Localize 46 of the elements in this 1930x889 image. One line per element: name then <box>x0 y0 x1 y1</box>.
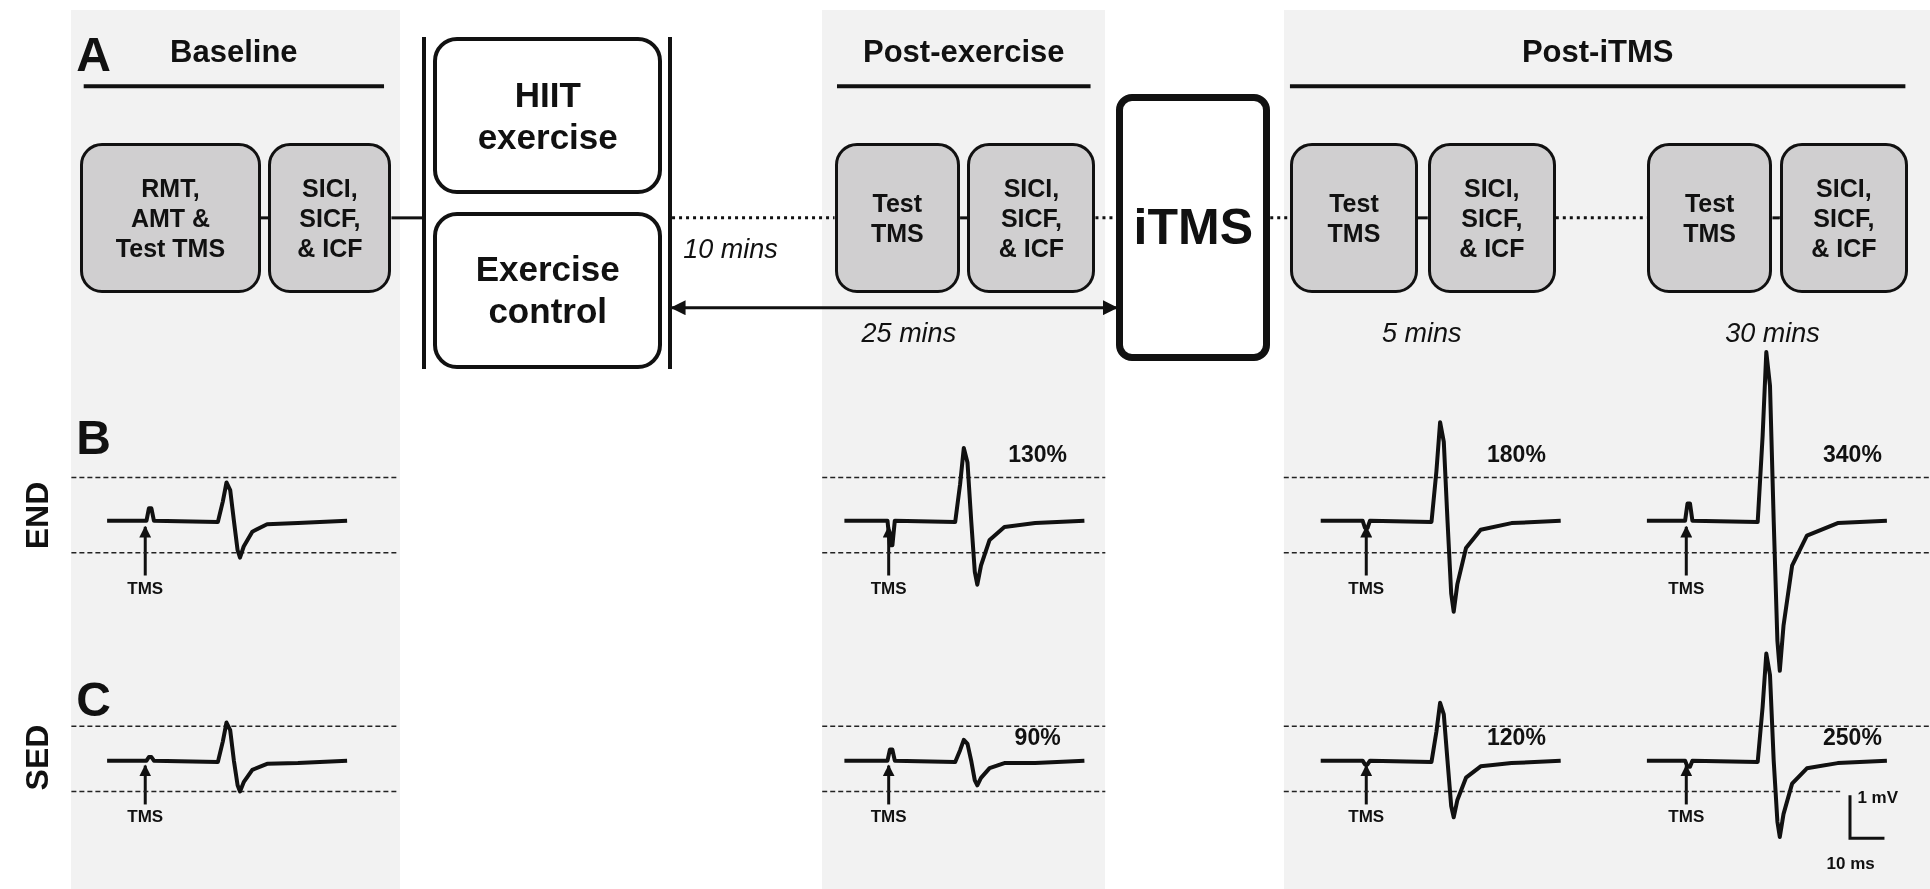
stimulus-label: TMS <box>870 807 907 828</box>
connector-line <box>672 216 835 220</box>
process-box: Test TMS <box>834 142 961 293</box>
time-label: 5 mins <box>1381 317 1462 349</box>
panel-letter: C <box>76 672 111 728</box>
scale-label: 10 ms <box>1826 854 1875 875</box>
connector-line <box>1772 216 1780 220</box>
stimulus-label: TMS <box>1348 807 1385 828</box>
process-box: RMT, AMT & Test TMS <box>80 142 261 293</box>
stimulus-label: TMS <box>1348 578 1385 599</box>
percent-label: 180% <box>1487 440 1546 468</box>
connector-line <box>391 216 423 220</box>
panel-letter: A <box>76 27 111 83</box>
percent-label: 130% <box>1008 440 1067 468</box>
time-label: 30 mins <box>1725 317 1820 349</box>
process-box: SICI, SICF, & ICF <box>1779 142 1908 293</box>
percent-label: 90% <box>1014 723 1061 751</box>
connector-line <box>260 216 269 220</box>
process-box: Test TMS <box>1646 142 1773 293</box>
stimulus-label: TMS <box>1668 807 1705 828</box>
double-arrow <box>670 300 1118 316</box>
process-box: Test TMS <box>1289 142 1418 293</box>
row-label: END <box>18 481 56 550</box>
process-box: SICI, SICF, & ICF <box>268 142 392 293</box>
section-heading: Post-exercise <box>862 34 1065 71</box>
stimulus-label: TMS <box>1668 578 1705 599</box>
process-box: HIIT exercise <box>433 36 663 195</box>
stimulus-label: TMS <box>127 578 164 599</box>
section-heading: Post-iTMS <box>1521 34 1674 71</box>
scale-label: 1 mV <box>1857 787 1898 808</box>
connector-line <box>1417 216 1428 220</box>
panel-letter: B <box>76 409 111 465</box>
process-box: SICI, SICF, & ICF <box>967 142 1096 293</box>
bracket-group <box>422 36 673 370</box>
stimulus-label: TMS <box>127 807 164 828</box>
connector-line <box>1270 216 1290 220</box>
section-heading: Baseline <box>170 34 298 71</box>
percent-label: 250% <box>1823 723 1882 751</box>
percent-label: 340% <box>1823 440 1882 468</box>
process-box: Exercise control <box>433 211 663 370</box>
row-label: SED <box>18 725 56 791</box>
percent-label: 120% <box>1487 723 1546 751</box>
connector-line <box>960 216 968 220</box>
stimulus-label: TMS <box>870 578 907 599</box>
process-box: SICI, SICF, & ICF <box>1427 142 1556 293</box>
process-box: iTMS <box>1116 93 1271 361</box>
